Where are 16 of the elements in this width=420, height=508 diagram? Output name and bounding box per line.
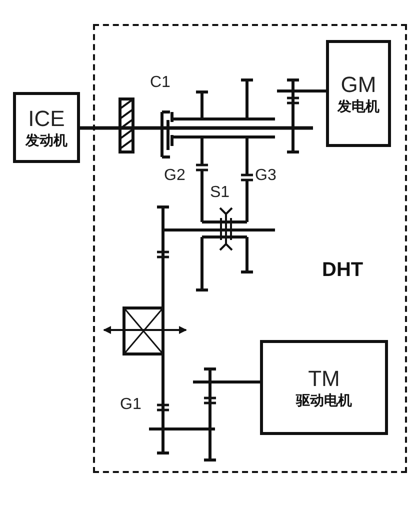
part-label: C1 [150, 74, 170, 92]
component-label: GM [340, 72, 376, 98]
generator-box [326, 40, 391, 147]
part-label: G2 [164, 167, 186, 185]
part-label: S1 [210, 184, 230, 202]
component-label: TM [308, 366, 340, 392]
component-label: ICE [28, 106, 65, 132]
engine-box [13, 92, 80, 163]
part-label: G1 [120, 396, 142, 414]
component-subtitle: 发动机 [26, 132, 68, 150]
module-title: DHT [322, 259, 364, 282]
part-label: G3 [255, 167, 276, 185]
component-subtitle: 发电机 [338, 98, 380, 116]
component-subtitle: 驱动电机 [296, 392, 352, 410]
transmission-boundary [93, 24, 407, 473]
motor-box [260, 340, 388, 435]
